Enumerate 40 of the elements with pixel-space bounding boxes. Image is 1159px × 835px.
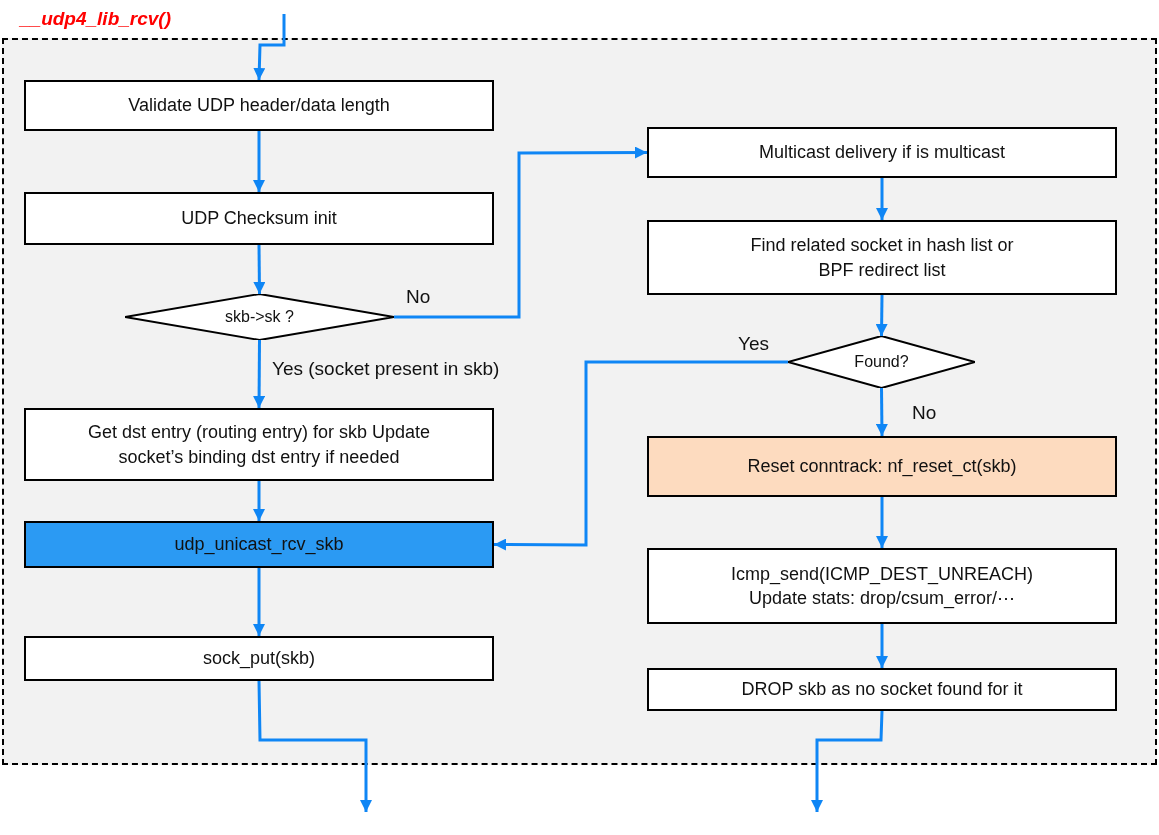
flow-arrow [253, 131, 265, 192]
step-label: Validate UDP header/data length [128, 94, 390, 118]
flow-arrow [253, 245, 266, 294]
process-box [24, 521, 494, 568]
step-label: Find related socket in hash list or BPF redirect list [749, 234, 1015, 282]
flow-arrow [875, 294, 888, 337]
process-box [647, 668, 1117, 711]
flow-arrow [876, 178, 888, 220]
flow-arrow [811, 710, 884, 812]
step-label: Reset conntrack: nf_reset_ct(skb) [747, 455, 1017, 479]
flow-arrow [494, 360, 788, 551]
decision-diamond [788, 336, 975, 388]
step-label: DROP skb as no socket found for it [741, 678, 1023, 702]
flow-arrow [876, 497, 888, 548]
flow-arrow [253, 14, 286, 81]
process-box [24, 636, 494, 681]
process-box [24, 80, 494, 131]
flow-arrow [257, 680, 372, 812]
process-box [24, 192, 494, 245]
function-heading: __udp4_lib_rcv() [20, 7, 171, 31]
decision-diamond [125, 294, 394, 340]
step-label: sock_put(skb) [202, 647, 315, 671]
process-box [647, 127, 1117, 178]
flow-arrow [394, 146, 647, 319]
flow-arrow [253, 340, 266, 408]
flow-arrow [253, 568, 265, 636]
flow-arrow [253, 481, 265, 521]
process-box [647, 436, 1117, 497]
step-label: Icmp_send(ICMP_DEST_UNREACH) Update stats: drop/csum_error/⋯ [729, 562, 1035, 611]
step-label: UDP Checksum init [181, 207, 337, 231]
flow-arrow [875, 388, 888, 436]
decision-label: skb->sk ? [225, 307, 294, 328]
flow-arrow [876, 624, 888, 668]
step-label: udp_unicast_rcv_skb [174, 533, 344, 557]
process-box [647, 548, 1117, 624]
step-label: Multicast delivery if is multicast [758, 141, 1006, 165]
decision-label: Found? [854, 352, 909, 373]
step-label: Get dst entry (routing entry) for skb Update socket’s binding dst entry if needed [86, 421, 432, 469]
process-box [647, 220, 1117, 295]
process-box [24, 408, 494, 481]
